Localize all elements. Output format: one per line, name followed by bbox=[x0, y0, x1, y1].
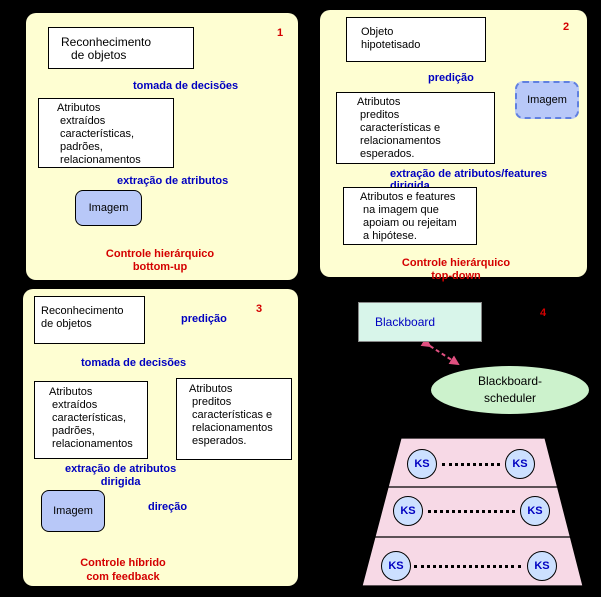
decision-label: tomada de decisões bbox=[133, 80, 239, 92]
panel-number: 1 bbox=[277, 27, 284, 39]
panel-number: 3 bbox=[256, 303, 263, 315]
ks-dotted-connector bbox=[442, 463, 500, 466]
extracted-attributes-box: Atributos extraídos características, pad… bbox=[38, 98, 174, 168]
hypothesis-box: Objeto hipotetisado bbox=[346, 17, 486, 62]
knowledge-source: KS bbox=[407, 449, 437, 479]
image-node: Imagem bbox=[75, 190, 142, 226]
knowledge-source: KS bbox=[520, 496, 550, 526]
ks-dotted-connector bbox=[428, 510, 515, 513]
blackboard-box: Blackboard bbox=[358, 302, 482, 342]
recognition-box: Reconhecimento de objetos bbox=[48, 27, 194, 69]
image-node: Imagem bbox=[515, 81, 579, 119]
directed-extraction-label: extração de atributos dirigida bbox=[65, 463, 177, 488]
directed-extraction-label: extração de atributos/features dirigida bbox=[390, 168, 548, 192]
panel-caption: Controle híbrido com feedback bbox=[80, 557, 166, 583]
knowledge-source: KS bbox=[505, 449, 535, 479]
extracted-attributes-box: Atributos extraídos características, pad… bbox=[34, 381, 148, 459]
panel-caption: Controle hierárquico top-down bbox=[401, 257, 511, 282]
panel-caption: Controle hierárquico bottom-up bbox=[105, 248, 215, 273]
panel-number: 2 bbox=[563, 21, 570, 33]
predicted-attributes-box: Atributos preditos características e rel… bbox=[176, 378, 292, 460]
decision-label: tomada de decisões bbox=[81, 357, 187, 369]
recognition-box: Reconhecimento de objetos bbox=[34, 296, 145, 344]
knowledge-source: KS bbox=[393, 496, 423, 526]
direction-label: direção bbox=[148, 501, 188, 513]
blackboard-scheduler: Blackboard- scheduler bbox=[430, 365, 590, 415]
prediction-label: predição bbox=[181, 313, 227, 325]
knowledge-source: KS bbox=[381, 551, 411, 581]
arrow-blackboard-scheduler bbox=[420, 337, 460, 366]
knowledge-source: KS bbox=[527, 551, 557, 581]
image-node: Imagem bbox=[41, 490, 105, 532]
features-box: Atributos e features na imagem que apoia… bbox=[343, 187, 477, 245]
panel-number: 4 bbox=[540, 307, 547, 319]
extraction-label: extração de atributos bbox=[117, 175, 229, 187]
scheduler-label: Blackboard- scheduler bbox=[477, 374, 543, 405]
predicted-attributes-box: Atributos preditos características e rel… bbox=[336, 92, 495, 164]
ks-dotted-connector bbox=[414, 565, 521, 568]
prediction-label: predição bbox=[428, 72, 474, 84]
